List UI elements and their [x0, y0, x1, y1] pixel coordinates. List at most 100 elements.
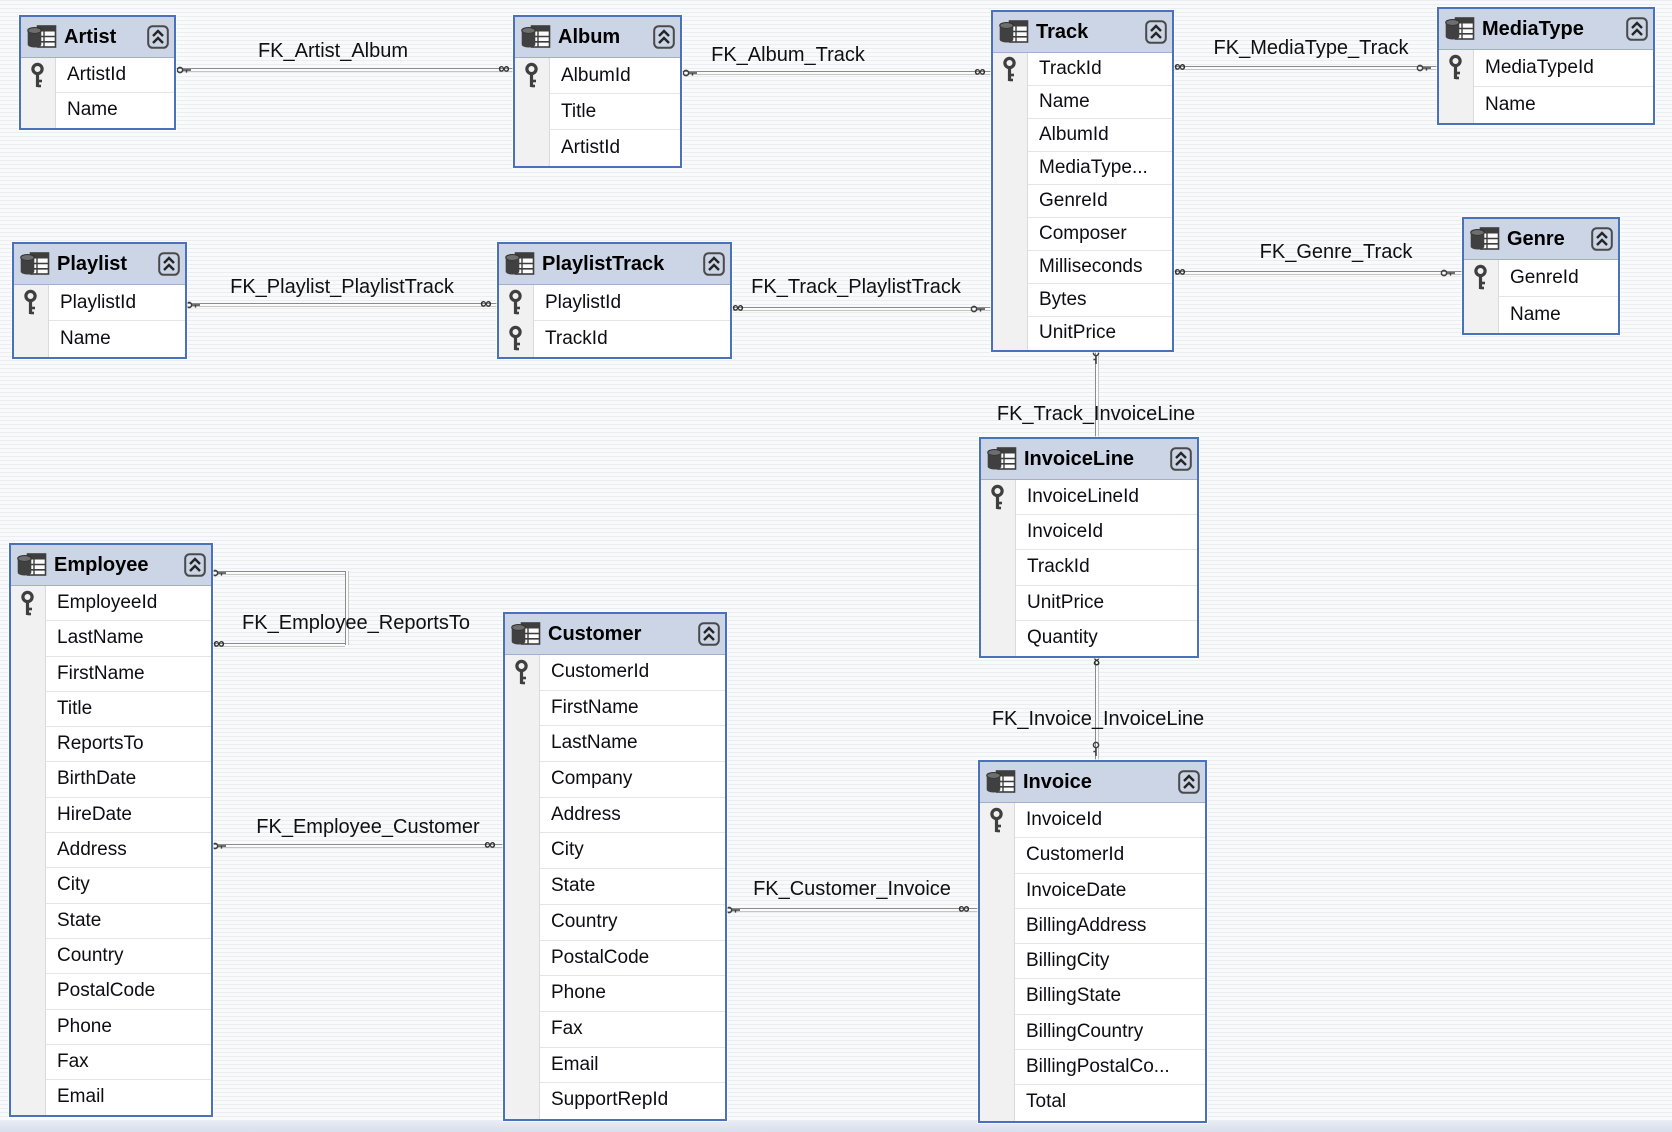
relationship-label-fk-employee-reportsto[interactable]: FK_Employee_ReportsTo — [242, 612, 470, 634]
field-row-lastname[interactable]: LastName — [46, 621, 211, 657]
collapse-icon[interactable] — [653, 25, 675, 49]
field-row-mediatype[interactable]: MediaType... — [1028, 152, 1172, 185]
field-row-name[interactable]: Name — [60, 328, 111, 349]
relationship-label-fk-playlist-playlisttrack[interactable]: FK_Playlist_PlaylistTrack — [230, 276, 454, 298]
field-row-artistid[interactable]: ArtistId — [56, 58, 174, 93]
table-header-track[interactable]: Track — [993, 12, 1172, 53]
field-row-albumid[interactable]: AlbumId — [1028, 119, 1172, 152]
table-header-invoiceline[interactable]: InvoiceLine — [981, 439, 1197, 480]
field-row-fax[interactable]: Fax — [540, 1012, 725, 1048]
field-row-name[interactable]: Name — [1485, 93, 1536, 115]
field-row-albumid[interactable]: AlbumId — [550, 58, 680, 94]
table-header-employee[interactable]: Employee — [11, 545, 211, 586]
field-row-state[interactable]: State — [540, 869, 725, 905]
field-row-firstname[interactable]: FirstName — [46, 657, 211, 692]
collapse-icon[interactable] — [1626, 17, 1648, 41]
relationship-line-fk-album-track[interactable] — [682, 71, 991, 75]
field-row-billingcity[interactable]: BillingCity — [1015, 944, 1205, 980]
field-row-billingstate[interactable]: BillingState — [1015, 979, 1205, 1015]
field-row-playlistid[interactable]: PlaylistId — [49, 285, 185, 321]
relationship-label-fk-artist-album[interactable]: FK_Artist_Album — [257, 40, 409, 62]
collapse-icon[interactable] — [698, 622, 720, 646]
relationship-label-fk-genre-track[interactable]: FK_Genre_Track — [1259, 241, 1413, 263]
relationship-label-fk-mediatype-track[interactable]: FK_MediaType_Track — [1213, 37, 1409, 59]
field-row-total[interactable]: Total — [1026, 1091, 1067, 1113]
relationship-line-fk-mediatype-track[interactable] — [1174, 66, 1437, 70]
field-row-employeeid[interactable]: EmployeeId — [46, 586, 211, 622]
table-header-invoice[interactable]: Invoice — [980, 762, 1205, 803]
table-header-artist[interactable]: Artist — [21, 17, 174, 58]
table-header-customer[interactable]: Customer — [505, 614, 725, 655]
field-row-billingpostalco[interactable]: BillingPostalCo... — [1015, 1050, 1205, 1086]
relationship-label-fk-album-track[interactable]: FK_Album_Track — [711, 44, 865, 66]
field-row-title[interactable]: Title — [46, 692, 211, 728]
field-row-customerid[interactable]: CustomerId — [540, 655, 725, 691]
table-header-mediatype[interactable]: MediaType — [1439, 9, 1653, 50]
field-row-name[interactable]: Name — [1510, 303, 1561, 325]
table-header-playlisttrack[interactable]: PlaylistTrack — [499, 244, 730, 285]
collapse-icon[interactable] — [1591, 227, 1613, 251]
relationship-line-fk-artist-album[interactable] — [176, 68, 513, 72]
field-row-unitprice[interactable]: UnitPrice — [1016, 586, 1197, 621]
field-row-state[interactable]: State — [46, 904, 211, 939]
field-row-name[interactable]: Name — [67, 99, 118, 120]
field-row-address[interactable]: Address — [46, 833, 211, 869]
field-row-company[interactable]: Company — [540, 762, 725, 798]
field-row-mediatypeid[interactable]: MediaTypeId — [1474, 50, 1653, 87]
relationship-line-fk-employee-reportsto[interactable] — [345, 571, 349, 645]
relationship-line-fk-track-invoiceline[interactable] — [1095, 347, 1099, 437]
field-row-playlistid[interactable]: PlaylistId — [534, 285, 730, 321]
relationship-line-fk-employee-customer[interactable] — [213, 844, 503, 848]
relationship-line-fk-invoice-invoiceline[interactable] — [1095, 653, 1099, 760]
field-row-city[interactable]: City — [46, 868, 211, 904]
field-row-bytes[interactable]: Bytes — [1028, 284, 1172, 317]
field-row-milliseconds[interactable]: Milliseconds — [1028, 251, 1172, 284]
field-row-genreid[interactable]: GenreId — [1028, 185, 1172, 218]
field-row-trackid[interactable]: TrackId — [545, 328, 608, 349]
relationship-line-fk-customer-invoice[interactable] — [727, 908, 978, 912]
collapse-icon[interactable] — [184, 553, 206, 577]
field-row-composer[interactable]: Composer — [1028, 218, 1172, 251]
field-row-name[interactable]: Name — [1028, 86, 1172, 119]
field-row-postalcode[interactable]: PostalCode — [540, 941, 725, 977]
relationship-line-fk-playlist-playlisttrack[interactable] — [187, 303, 497, 307]
field-row-genreid[interactable]: GenreId — [1499, 260, 1618, 297]
field-row-fax[interactable]: Fax — [46, 1045, 211, 1081]
field-row-invoiceid[interactable]: InvoiceId — [1016, 515, 1197, 551]
field-row-country[interactable]: Country — [540, 905, 725, 941]
table-header-playlist[interactable]: Playlist — [14, 244, 185, 285]
collapse-icon[interactable] — [703, 252, 725, 276]
collapse-icon[interactable] — [158, 252, 180, 276]
relationship-label-fk-invoice-invoiceline[interactable]: FK_Invoice_InvoiceLine — [991, 708, 1205, 730]
collapse-icon[interactable] — [1178, 770, 1200, 794]
field-row-city[interactable]: City — [540, 833, 725, 870]
field-row-artistid[interactable]: ArtistId — [561, 137, 621, 158]
field-row-lastname[interactable]: LastName — [540, 726, 725, 763]
field-row-unitprice[interactable]: UnitPrice — [1039, 322, 1117, 343]
field-row-trackid[interactable]: TrackId — [1028, 53, 1172, 86]
field-row-country[interactable]: Country — [46, 939, 211, 975]
field-row-hiredate[interactable]: HireDate — [46, 798, 211, 834]
field-row-address[interactable]: Address — [540, 798, 725, 834]
table-header-album[interactable]: Album — [515, 17, 680, 58]
field-row-billingcountry[interactable]: BillingCountry — [1015, 1015, 1205, 1051]
field-row-email[interactable]: Email — [57, 1086, 105, 1108]
collapse-icon[interactable] — [1145, 20, 1167, 44]
relationship-label-fk-customer-invoice[interactable]: FK_Customer_Invoice — [753, 878, 951, 900]
relationship-label-fk-track-invoiceline[interactable]: FK_Track_InvoiceLine — [996, 403, 1196, 425]
field-row-postalcode[interactable]: PostalCode — [46, 974, 211, 1010]
field-row-customerid[interactable]: CustomerId — [1015, 838, 1205, 874]
field-row-invoicedate[interactable]: InvoiceDate — [1015, 874, 1205, 909]
field-row-email[interactable]: Email — [540, 1048, 725, 1084]
relationship-line-fk-employee-reportsto[interactable] — [213, 571, 345, 575]
field-row-firstname[interactable]: FirstName — [540, 691, 725, 727]
